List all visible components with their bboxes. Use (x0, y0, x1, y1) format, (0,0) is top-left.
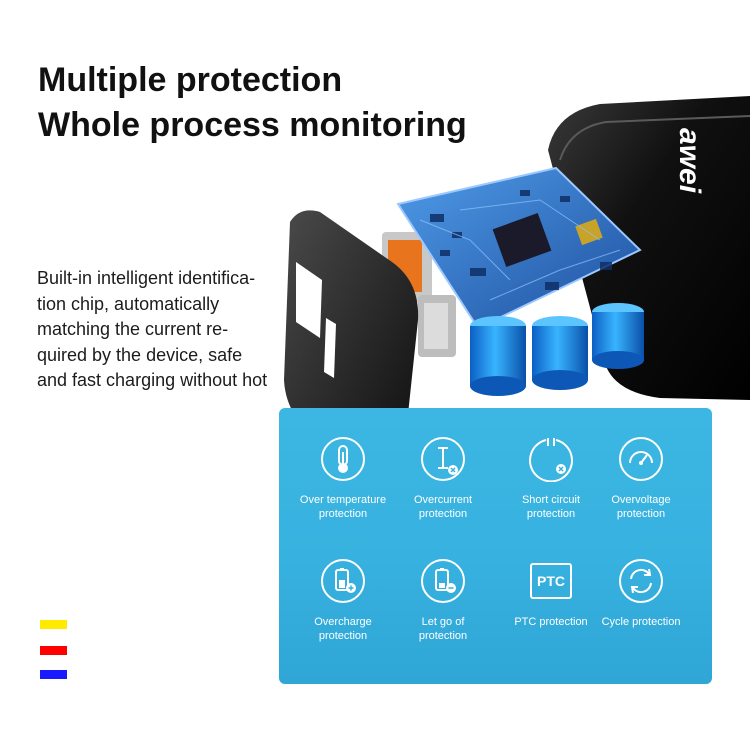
battery-plus-icon (320, 558, 366, 604)
feature-label: Overcurrent protection (413, 494, 473, 520)
capacitors (470, 303, 644, 396)
feature-label: Cycle protection (601, 616, 681, 628)
description-line: quired by the device, safe (37, 344, 243, 365)
color-swatch-blue (40, 670, 67, 679)
cycle-icon (618, 558, 664, 604)
ptc-icon: PTC (528, 558, 574, 604)
feature-label: Over temperature protection (299, 494, 387, 520)
color-swatch-yellow (40, 620, 67, 629)
description-line: and fast charging without hot (37, 370, 268, 390)
headline: Multiple protection Whole process monito… (38, 58, 467, 148)
feature-let-go: Let go of protection (389, 558, 497, 643)
headline-line-2: Whole process monitoring (38, 106, 467, 144)
description-line: tion chip, automatically (37, 293, 220, 314)
feature-label: Overcharge protection (314, 616, 372, 642)
feature-label: Short circuit protection (521, 494, 581, 520)
feature-label: Overvoltage protection (611, 494, 671, 520)
feature-short-circuit: Short circuit protection (497, 436, 605, 521)
usb-ports (382, 232, 456, 357)
description-line: Built-in intelligent identifica- (37, 268, 256, 288)
protection-features-panel: Over temperature protection Overcurrent … (279, 408, 712, 684)
color-swatch-red (40, 646, 67, 655)
charger-end-cap (284, 210, 419, 474)
feature-description: Built-in intelligent identifica- tion ch… (37, 266, 282, 394)
svg-text:PTC: PTC (537, 573, 565, 589)
headline-line-1: Multiple protection (38, 61, 343, 99)
feature-label: Let go of protection (418, 616, 468, 642)
short-circuit-icon (528, 436, 574, 482)
thermometer-icon (320, 436, 366, 482)
battery-minus-icon (420, 558, 466, 604)
gauge-icon (618, 436, 664, 482)
feature-overcharge: Overcharge protection (289, 558, 397, 643)
circuit-board (396, 166, 642, 330)
feature-label: PTC protection (514, 616, 588, 628)
feature-overvoltage: Overvoltage protection (587, 436, 695, 521)
description-line: matching the current re- (37, 319, 229, 339)
feature-overcurrent: Overcurrent protection (389, 436, 497, 521)
brand-logo: awei (673, 128, 706, 194)
feature-cycle: Cycle protection (587, 558, 695, 629)
feature-ptc: PTC PTC protection (497, 558, 605, 629)
overcurrent-icon (420, 436, 466, 482)
feature-over-temperature: Over temperature protection (289, 436, 397, 521)
